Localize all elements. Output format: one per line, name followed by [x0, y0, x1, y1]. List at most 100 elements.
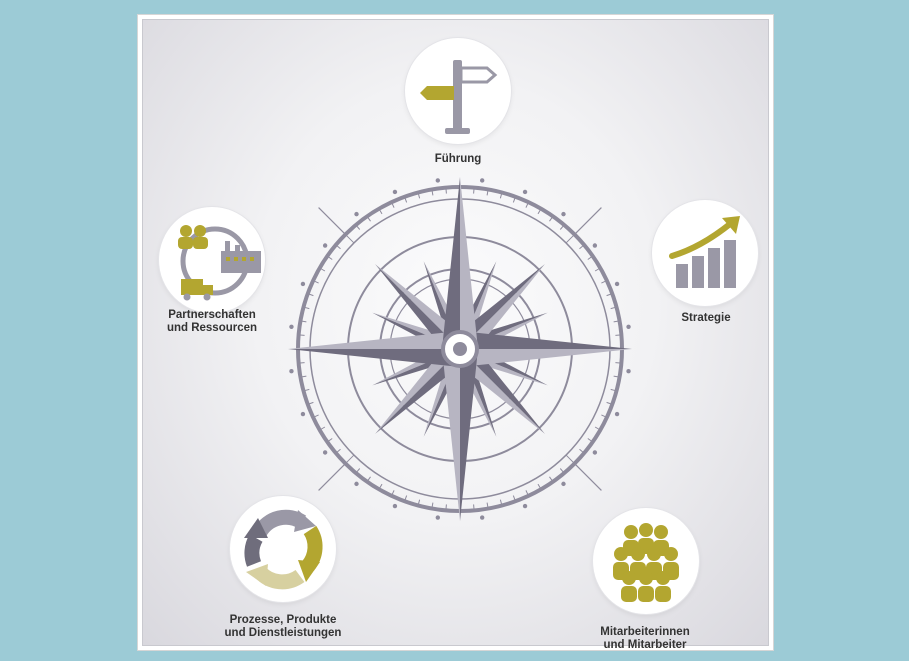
compass-dot: [561, 481, 566, 487]
compass-tick: [613, 320, 620, 323]
compass-cardinal-point: [442, 349, 460, 521]
compass-tick: [601, 414, 608, 418]
compass-tick: [525, 201, 529, 208]
compass-tick: [312, 414, 319, 418]
compass-tick: [486, 502, 489, 509]
compass-tick: [606, 293, 613, 297]
compass-tick: [587, 438, 593, 443]
compass-tick: [613, 375, 620, 378]
compass-tick: [431, 502, 434, 509]
diagram-frame: Führung Strategie: [137, 14, 774, 651]
compass-cardinal-point: [288, 331, 460, 349]
partners-resources-icon: [178, 225, 261, 301]
compass-hub-center: [453, 342, 467, 356]
fuhrung-label: Führung: [434, 153, 482, 165]
compass-tick: [391, 490, 395, 497]
compass-dot: [435, 178, 441, 183]
signpost-icon: [420, 60, 498, 134]
compass-tick: [473, 504, 475, 511]
compass-dot: [392, 503, 398, 509]
compass-tick: [445, 504, 447, 511]
compass-tick: [303, 306, 310, 310]
prozesse-circle: [230, 496, 336, 602]
compass-tick: [565, 454, 575, 464]
compass-tick: [307, 293, 314, 297]
compass-dot: [522, 503, 528, 509]
strategie-circle: [652, 200, 758, 306]
compass-tick: [300, 375, 307, 378]
compass-dot: [479, 178, 485, 183]
compass-dot: [592, 243, 598, 248]
compass-tick: [366, 476, 371, 482]
compass-dot: [592, 450, 598, 455]
mitarbeiter-circle: [593, 508, 699, 614]
compass-tick: [327, 255, 333, 260]
compass-tick: [486, 189, 489, 196]
compass-dot: [322, 243, 328, 248]
compass-tick: [298, 362, 305, 364]
compass-dot: [626, 324, 631, 330]
compass-tick: [610, 388, 617, 392]
compass-tick: [549, 476, 554, 482]
compass-tick: [300, 320, 307, 323]
people-group-icon: [613, 523, 679, 602]
compass-tick: [417, 499, 421, 506]
compass-cardinal-point: [460, 349, 632, 367]
compass-guide-line: [574, 207, 602, 235]
compass-tick: [335, 244, 341, 250]
compass-tick: [601, 280, 608, 284]
compass-dot: [322, 450, 328, 455]
compass-cardinal-point: [460, 177, 478, 349]
compass-tick: [606, 401, 613, 405]
compass-dot: [289, 368, 294, 374]
compass-tick: [355, 468, 361, 474]
compass-tick: [404, 495, 408, 502]
compass-tick: [525, 490, 529, 497]
compass-tick: [378, 208, 383, 215]
compass-tick: [404, 196, 408, 203]
compass-cardinal-point: [460, 331, 632, 349]
compass-tick: [579, 244, 585, 250]
compass-tick: [298, 334, 305, 336]
partner-label: Partnerschaften und Ressourcen: [166, 309, 258, 334]
compass-tick: [378, 483, 383, 490]
compass-tick: [559, 224, 565, 230]
compass-dot: [300, 281, 306, 287]
compass-tick: [565, 234, 575, 244]
compass-tick: [473, 187, 475, 194]
compass-rose: [288, 177, 632, 521]
cycle-arrows-icon: [244, 509, 323, 590]
compass-tick: [537, 208, 542, 215]
compass-tick: [445, 187, 447, 194]
compass-tick: [345, 454, 355, 464]
prozesse-label: Prozesse, Produkte und Dienstleistungen: [224, 614, 342, 639]
growth-chart-icon: [669, 216, 740, 288]
compass-dot: [435, 515, 441, 520]
compass-dot: [354, 211, 359, 217]
fuhrung-circle: [405, 38, 511, 144]
compass-dot: [614, 281, 620, 287]
compass-dot: [300, 411, 306, 417]
compass-tick: [615, 334, 622, 336]
compass-tick: [307, 401, 314, 405]
compass-tick: [579, 448, 585, 454]
compass-tick: [537, 483, 542, 490]
compass-tick: [303, 388, 310, 392]
compass-tick: [512, 495, 516, 502]
compass-tick: [594, 426, 601, 431]
compass-guide-line: [318, 463, 346, 491]
compass-guide-line: [574, 463, 602, 491]
compass-tick: [327, 438, 333, 443]
strategie-label: Strategie: [681, 312, 731, 324]
compass-dot: [354, 481, 359, 487]
compass-dot: [522, 189, 528, 195]
mitarbeiter-label: Mitarbeiterinnen und Mitarbeiter: [600, 626, 690, 651]
compass-dot: [561, 211, 566, 217]
compass-tick: [587, 255, 593, 260]
compass-tick: [499, 499, 503, 506]
compass-cardinal-point: [288, 349, 460, 367]
compass-tick: [345, 234, 355, 244]
compass-tick: [417, 192, 421, 199]
compass-tick: [391, 201, 395, 208]
compass-dot: [614, 411, 620, 417]
